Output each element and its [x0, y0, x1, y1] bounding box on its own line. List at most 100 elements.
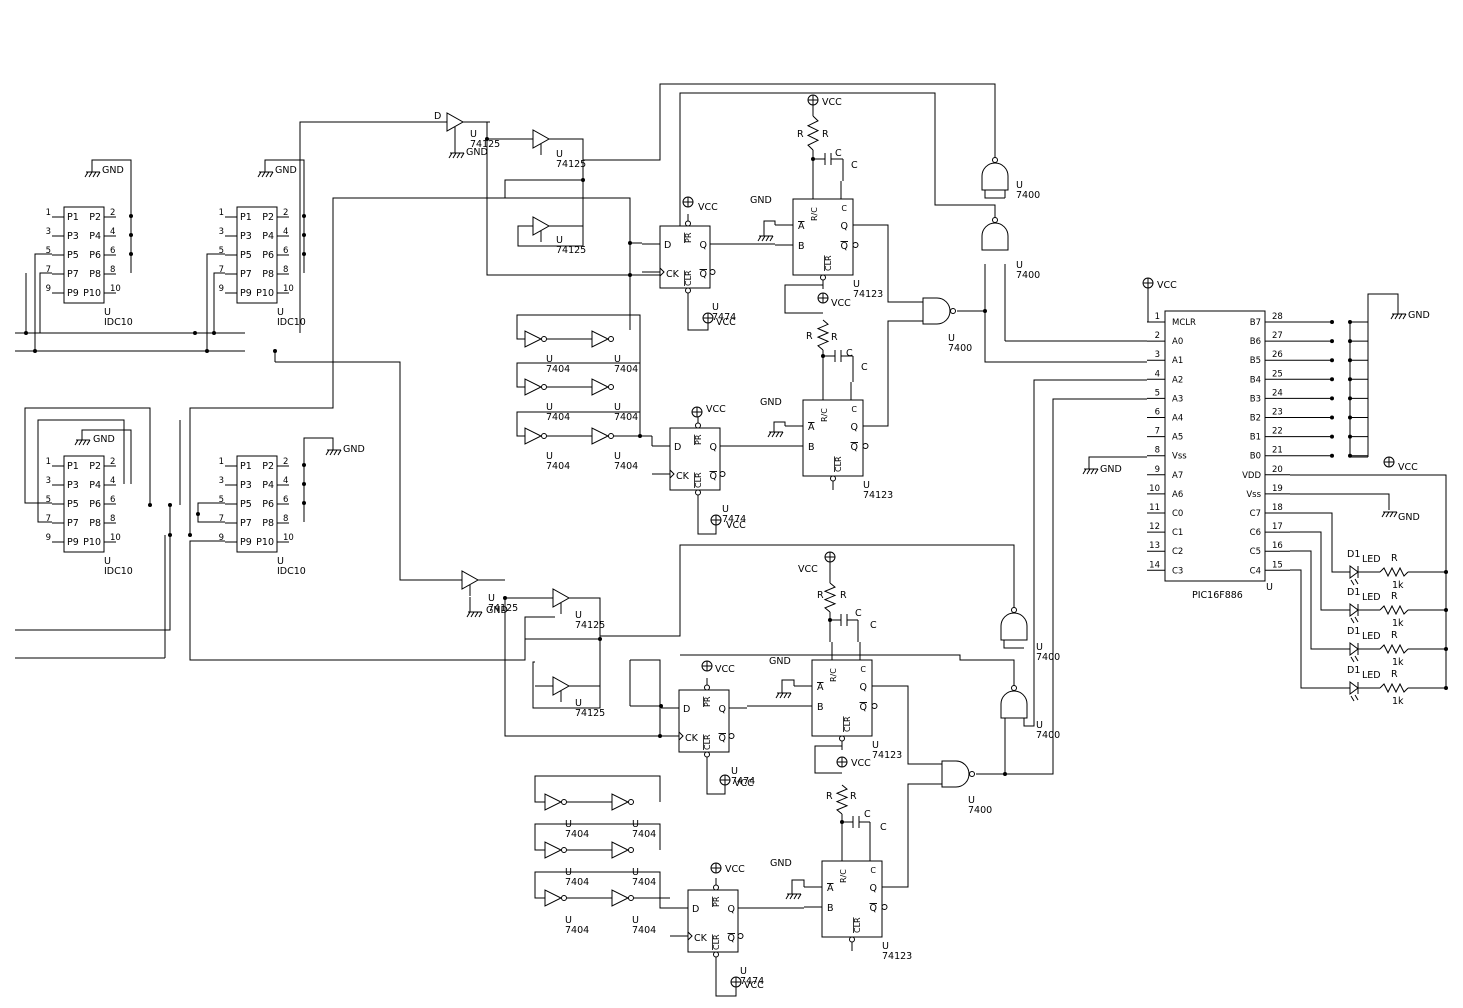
wire [1290, 569, 1350, 689]
led-arrow [1354, 655, 1359, 662]
nand-body [1000, 690, 1028, 719]
pic-pin-name: C7 [1250, 509, 1261, 519]
inverter-bubble [561, 847, 567, 853]
inverter-7404 [591, 330, 614, 348]
wire-layer [15, 83, 1448, 997]
led-ref: D1 [1347, 665, 1360, 676]
idc-pin-name: P4 [89, 231, 101, 242]
idc-pin-number: 4 [283, 476, 288, 486]
ground-hatch [470, 611, 475, 618]
ground-hatch [1082, 468, 1087, 475]
resistor [835, 784, 849, 815]
pin-q: Q [851, 422, 858, 433]
led-label: LED [1362, 631, 1381, 642]
wire [781, 679, 795, 693]
resistor [1379, 643, 1409, 655]
idc-pin-name: P10 [83, 537, 101, 548]
pin-pr: PR [712, 896, 721, 907]
idc-pin-name: P8 [89, 269, 101, 280]
pic-pin-number: 9 [1155, 465, 1160, 475]
resistor-ref: R [826, 791, 833, 802]
wire [687, 306, 709, 331]
inverter-7404 [611, 841, 634, 859]
idc10-connector [63, 206, 105, 304]
idc-pin-number: 10 [283, 533, 294, 543]
pin-bubble [852, 242, 859, 248]
junction-dot [1330, 339, 1334, 344]
pic16f886-mcu [1164, 310, 1266, 582]
led-arrow [1350, 656, 1355, 663]
idc-pin-number: 9 [46, 284, 51, 294]
idc-pin-name: P4 [262, 231, 274, 242]
part-inv: 7404 [632, 829, 656, 840]
idc-pin-number: 4 [110, 227, 115, 237]
ground-symbol [1082, 468, 1099, 475]
resistor [1379, 682, 1409, 694]
ground-hatch [797, 893, 802, 900]
buffer-74125 [461, 570, 480, 596]
wire [1003, 640, 1024, 649]
vcc-symbol [702, 312, 714, 324]
part-nand: 7400 [1016, 190, 1040, 201]
pin-a: A [827, 883, 834, 894]
ground-symbol [767, 431, 784, 438]
junction-dot [1330, 453, 1334, 458]
wire [303, 437, 334, 465]
pin-bubble [737, 933, 744, 939]
junction-dot [1444, 570, 1448, 574]
inverter-bubble [608, 336, 614, 342]
junction-dot [1444, 686, 1448, 690]
pin-pr: PR [703, 696, 712, 707]
inverter-bubble [628, 847, 634, 853]
wire [486, 139, 660, 276]
led-arrow [1354, 694, 1359, 701]
resistor [823, 582, 837, 613]
wire [91, 159, 132, 216]
ground-hatch [257, 171, 262, 178]
ref-u: U [1016, 260, 1023, 271]
clock-wedge [687, 931, 693, 941]
clock-wedge [669, 469, 675, 479]
inverter-7404 [544, 841, 567, 859]
idc-pin-name: P1 [240, 212, 252, 223]
wire [984, 190, 1005, 199]
led-diode [1349, 681, 1359, 695]
buffer-body [532, 216, 551, 236]
pic-pin-number: 13 [1149, 541, 1160, 551]
pin-bubble [820, 274, 826, 281]
junction-dot [148, 503, 152, 507]
part-pic16f886: PIC16F886 [1192, 590, 1243, 601]
vcc-symbol [682, 196, 694, 208]
idc-pin-number: 8 [283, 265, 288, 275]
junction-dot [33, 349, 37, 353]
d-flipflop-7474 [678, 689, 730, 753]
wire [881, 320, 923, 427]
vcc-symbol [719, 774, 731, 786]
led-label: LED [1362, 592, 1381, 603]
pin-pr: PR [694, 434, 703, 445]
idc-pin-name: P10 [256, 537, 274, 548]
pic-pin-name: C5 [1250, 547, 1261, 557]
ground-hatch [757, 235, 762, 242]
pin-rc: R/C [829, 668, 838, 682]
pic-pin-number: 2 [1155, 331, 1160, 341]
pic-pin-number: 20 [1272, 465, 1283, 475]
pin-a: A [798, 221, 805, 232]
led-label: LED [1362, 554, 1381, 565]
buffer-74125 [532, 129, 551, 155]
wire [890, 685, 942, 765]
wire [871, 224, 923, 303]
pin-bubble [871, 703, 878, 709]
wire [24, 407, 151, 505]
pic-pin-number: 1 [1155, 312, 1160, 322]
idc-pin-name: P1 [67, 461, 79, 472]
pin-b: B [817, 702, 824, 713]
nand-body [981, 222, 1009, 251]
pic-pin-number: 12 [1149, 522, 1160, 532]
buffer-body [446, 112, 465, 132]
resistor [806, 115, 820, 151]
idc-pin-name: P6 [262, 499, 274, 510]
wire [600, 544, 1015, 637]
pic-pin-number: 3 [1155, 350, 1160, 360]
monostable-74123 [802, 399, 864, 477]
